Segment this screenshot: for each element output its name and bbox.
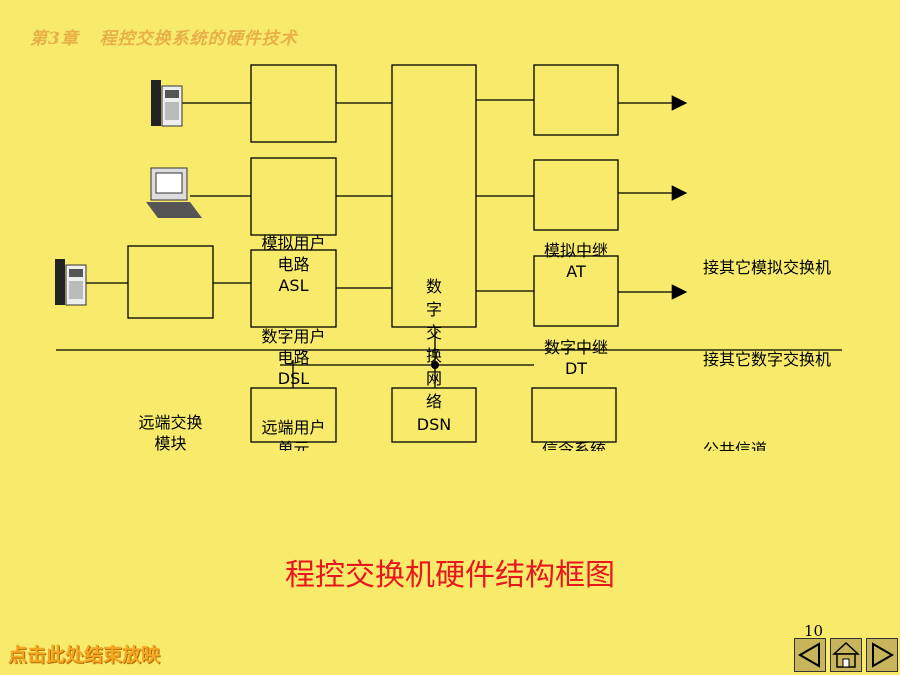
trunk-box-1 [533, 64, 619, 136]
telephone-icon-2 [55, 259, 87, 306]
telephone-icon [151, 80, 183, 127]
user-circuit-box-2 [250, 157, 337, 236]
diagram-caption: 程控交换机硬件结构框图 [285, 558, 615, 593]
to-digital-exchange-label: 接其它数字交换机 [703, 350, 832, 369]
next-arrow-icon [872, 642, 894, 668]
dsn-label: 数字交 换网络 DSN [416, 277, 452, 434]
home-icon [832, 641, 860, 668]
next-slide-button[interactable] [866, 638, 898, 672]
chapter-number: 第3章 [30, 29, 79, 49]
prev-arrow-icon [798, 642, 820, 668]
dsn-lower-box [391, 387, 477, 443]
prev-slide-button[interactable] [794, 638, 826, 672]
computer-terminal-icon [146, 167, 202, 218]
remote-user-unit-label: 远端用户单元 [261, 418, 326, 451]
to-analog-exchange-label: 接其它模拟交换机 [703, 258, 832, 277]
trunk-box-2 [533, 159, 619, 231]
slide-navigation [794, 638, 898, 674]
end-slideshow-link[interactable]: 点击此处结束放映 [8, 644, 161, 666]
common-channel-label: 公共信道 [703, 441, 768, 451]
remote-module-box [127, 245, 214, 319]
user-circuit-box-1 [250, 64, 337, 143]
signaling-box [531, 387, 617, 443]
home-button[interactable] [830, 638, 862, 672]
chapter-header: 第3章 程控交换系统的硬件技术 [30, 24, 298, 49]
chapter-title: 程控交换系统的硬件技术 [99, 29, 298, 49]
remote-module-label: 远端交换模块 [138, 413, 203, 453]
page-number: 10 [804, 622, 824, 640]
signaling-label: 信令系统 [541, 441, 606, 451]
